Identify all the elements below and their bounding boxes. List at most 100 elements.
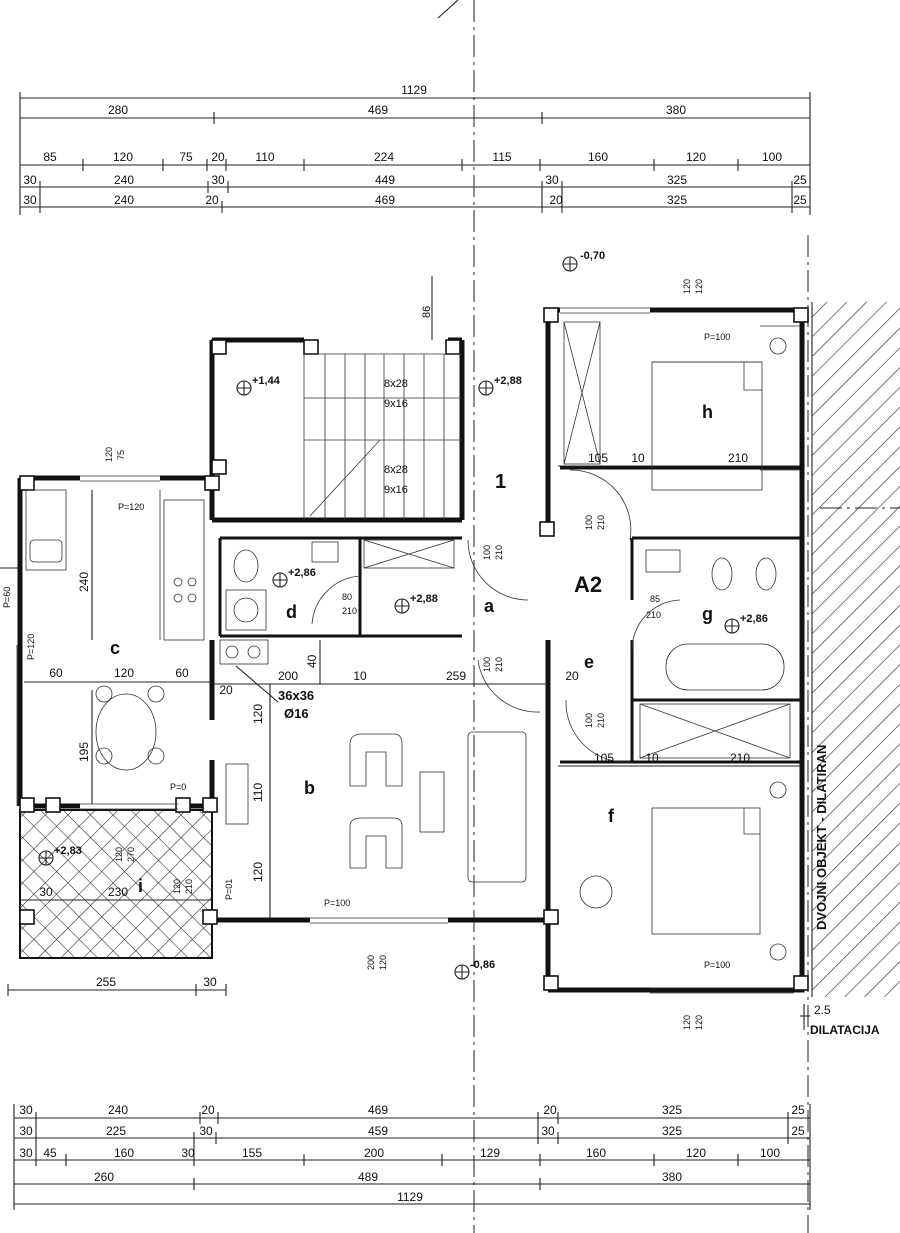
dilatacija-label: DILATACIJA [810,1023,880,1037]
dim-top-5-4: 469 [375,193,395,207]
columns [19,307,809,991]
adjacent-building-label: DVOJNI OBJEKT - DILATIRAN [814,745,829,930]
dim-top-3-4: 20 [211,150,225,164]
tag-w3b: 270 [126,847,136,862]
dim-bot-2-4: 459 [368,1124,388,1138]
room-i: i [138,876,143,896]
bottom-left-dimensions: 255 30 [7,975,227,996]
dim-top-5-5: 20 [549,193,563,207]
dim-bl-255: 255 [96,975,116,989]
column-36: 36x36 Ø16 [219,639,314,721]
tag-w6b: 210 [596,515,606,530]
dim-bot-4-3: 380 [662,1170,682,1184]
dim-bot-1-4: 469 [368,1103,388,1117]
interior-dimensions: 60 120 60 240 195 20 200 10 259 120 110 … [20,451,800,918]
dim-top-5-6: 325 [667,193,687,207]
tag-w6: 100 [584,515,594,530]
dim-bot-1-3: 20 [201,1103,215,1117]
stair-run-2: 8x28 [384,464,408,476]
dim-c-60b: 60 [175,666,189,680]
dim-e-top-10: 10 [631,451,645,465]
dim-bot-3-5: 155 [242,1146,262,1160]
dim-b-40: 40 [305,654,319,668]
room-g: g [702,604,713,624]
unit-label: A2 [574,572,602,597]
dim-bot-3-10: 100 [760,1146,780,1160]
bed-f [651,807,761,935]
dim-e-20: 20 [565,669,579,683]
tag-w1: 120 [682,279,692,294]
tag-w5b: 120 [694,1015,704,1030]
dim-bot-3-2: 45 [43,1146,57,1160]
dim-top-4-5: 30 [545,173,559,187]
dim-e-top-210: 210 [728,451,748,465]
tag-w10: 100 [482,545,492,560]
dim-bot-1-1: 30 [19,1103,33,1117]
dim-bot-2-6: 325 [662,1124,682,1138]
dim-top-3-1: 85 [43,150,57,164]
dim-top-4-6: 325 [667,173,687,187]
tag-w8: 120 [172,879,182,894]
dim-c-60a: 60 [49,666,63,680]
tag-w9: 80 [342,592,352,602]
dim-top-5-1: 30 [23,193,37,207]
tag-w12b: 210 [646,610,661,620]
windows [16,307,794,994]
tag-w13b: 210 [596,713,606,728]
dim-top-5-7: 25 [793,193,807,207]
tag-p-b: P=100 [324,898,350,908]
dim-top-3-3: 75 [179,150,193,164]
dim-top-3-7: 115 [492,150,511,164]
stair-run-1: 8x28 [384,378,408,390]
level-marker: -0,86 [454,959,495,980]
dim-bot-1-2: 240 [108,1103,128,1117]
dim-e-bot-10: 10 [645,751,659,765]
dim-bot-1-6: 325 [662,1103,682,1117]
tag-w10b: 210 [494,545,504,560]
dim-bot-3-4: 30 [181,1146,195,1160]
dim-top-5-2: 240 [114,193,134,207]
dim-stair-86: 86 [421,306,433,318]
svg-text:+2,86: +2,86 [288,567,316,579]
dim-c-195: 195 [77,742,91,762]
tag-w12: 85 [650,594,660,604]
svg-text:+2,88: +2,88 [494,375,522,387]
dim-top-4-3: 30 [211,173,225,187]
dim-bot-4-2: 489 [358,1170,378,1184]
dilatacija: 2.5 DILATACIJA [800,1003,880,1037]
svg-text:-0,86: -0,86 [470,959,495,971]
room-d: d [286,602,297,622]
dim-bot-3-6: 200 [364,1146,384,1160]
tag-p-c2: P=120 [26,634,36,660]
svg-text:-0,70: -0,70 [580,250,605,262]
tag-p-01: P=01 [224,879,234,900]
svg-text:+2,83: +2,83 [54,845,82,857]
bottom-dimensions: 30 240 20 469 20 325 25 30 225 30 459 30… [13,1103,811,1210]
column-size: 36x36 [278,688,314,703]
dim-bot-3-1: 30 [19,1146,33,1160]
adjacent-building: DVOJNI OBJEKT - DILATIRAN [811,302,900,997]
dim-b-259: 259 [446,669,466,683]
room-c: c [110,638,120,658]
tag-p-c: P=120 [118,502,144,512]
tag-p-left: P=60 [2,587,12,608]
room-e: e [584,652,594,672]
dim-b-20: 20 [219,683,233,697]
level-marker: -0,70 [562,250,605,272]
dim-top-2-3: 380 [666,103,686,117]
dim-top-4-1: 30 [23,173,37,187]
svg-text:+2,88: +2,88 [410,593,438,605]
tag-w13: 100 [584,713,594,728]
room-f: f [608,806,615,826]
furniture [25,325,800,961]
tag-w5: 120 [682,1015,692,1030]
room-a: a [484,596,495,616]
tag-w9b: 210 [342,606,357,616]
sofa [467,731,527,883]
level-marker: +2,86 [272,567,316,588]
level-marker: +2,86 [724,613,768,634]
dim-b-200: 200 [278,669,298,683]
dim-i-30: 30 [39,885,53,899]
level-marker: +2,83 [38,845,82,866]
dim-b-110: 110 [251,783,265,802]
